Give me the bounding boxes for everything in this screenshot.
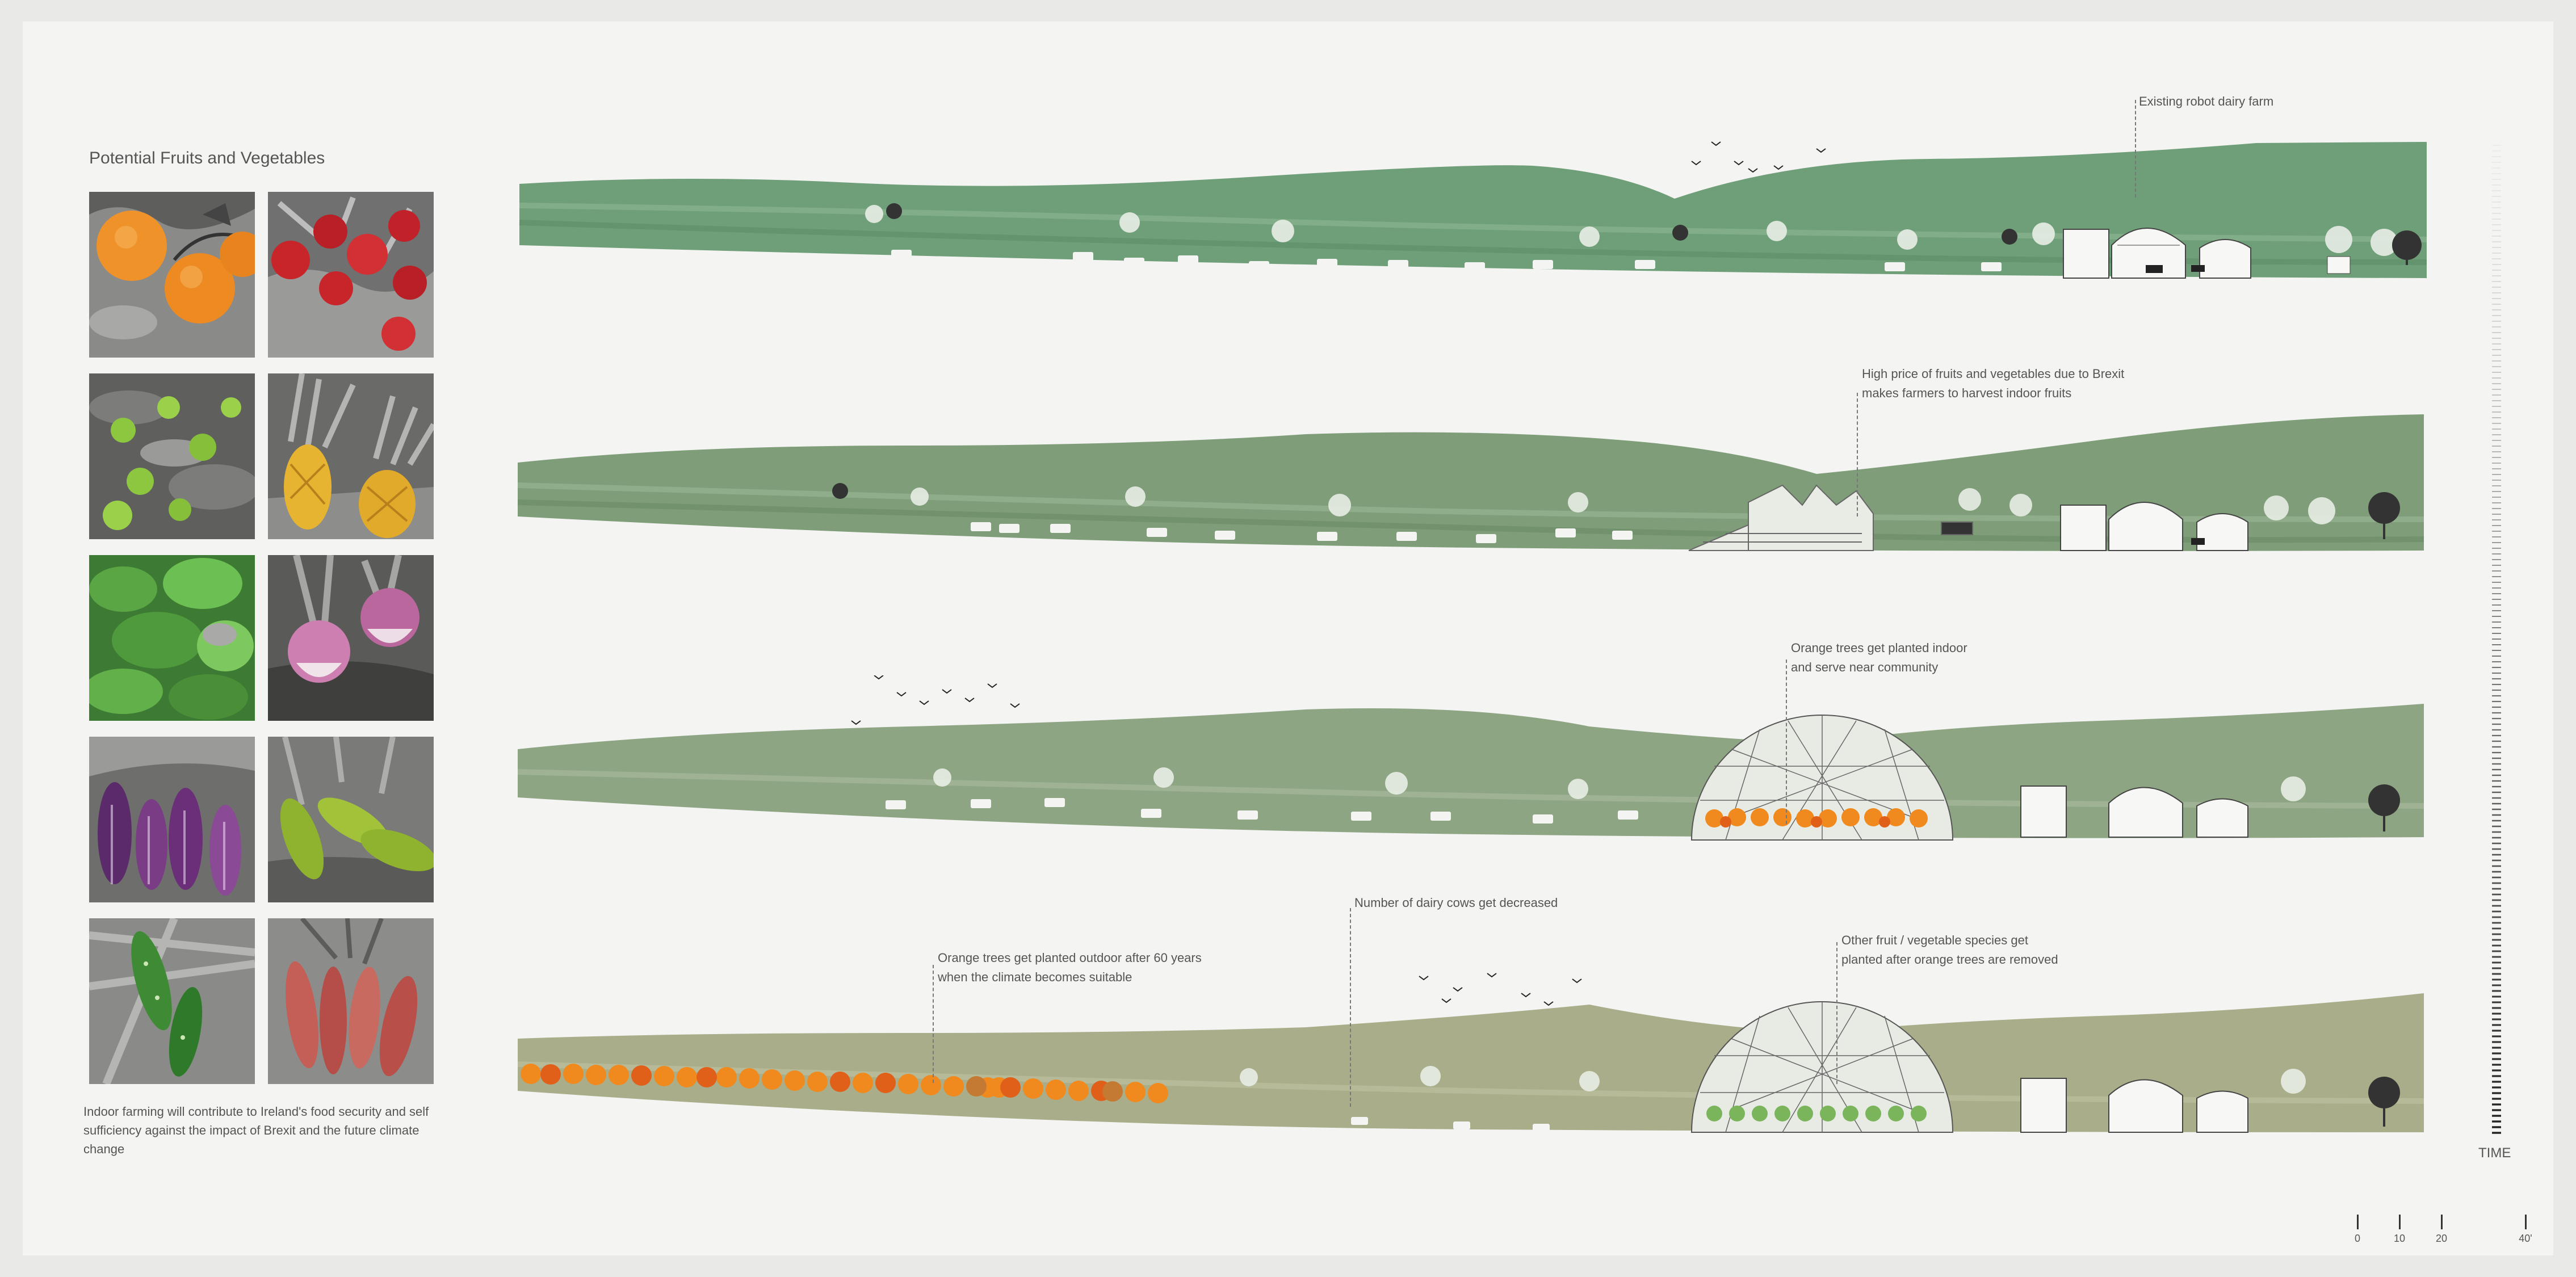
annotation-brexit: High price of fruits and vegetables due … [1862,364,2124,403]
annotation-line: when the climate becomes suitable [938,970,1132,984]
photo-basil [89,555,255,721]
greenhouses [1688,484,1973,551]
annotation-leader-2 [1857,393,1858,516]
time-axis [2490,143,2503,1136]
photo-turnips [268,555,434,721]
photo-sweet-potatoes [268,918,434,1084]
annotation-orange-indoor: Orange trees get planted indoor and serv… [1791,638,1967,677]
annotation-line: and serve near community [1791,660,1939,674]
scale-bar: 0 10 20 40' [2350,1215,2543,1249]
annotation-orange-outdoor: Orange trees get planted outdoor after 6… [938,948,1202,987]
photo-cucumbers [268,737,434,902]
annotation-cows-decreased: Number of dairy cows get decreased [1354,893,1558,913]
scale-label: 40' [2519,1233,2532,1244]
annotation-line: Number of dairy cows get decreased [1354,896,1558,910]
annotation-line: planted after orange trees are removed [1841,952,2058,967]
annotation-line: Existing robot dairy farm [2139,94,2274,108]
sidebar-title: Potential Fruits and Vegetables [89,149,325,167]
outdoor-orange-trees [521,1064,1168,1103]
annotation-leader-3 [1786,659,1787,824]
annotation-line: Orange trees get planted indoor [1791,641,1967,655]
annotation-existing-farm: Existing robot dairy farm [2139,92,2273,111]
annotation-leader-1 [2135,100,2136,198]
geodesic-dome [1690,1001,1954,1133]
photo-oranges [89,192,255,358]
time-axis-label: TIME [2478,1145,2511,1161]
scale-label: 10 [2393,1233,2406,1244]
landscape-section-4 [511,965,2441,1135]
scale-tick [2441,1215,2443,1229]
cow-herd [891,250,2002,271]
geodesic-dome [1690,715,1954,841]
dairy-farm [2063,228,2351,279]
annotation-other-species: Other fruit / vegetable species get plan… [1841,931,2058,969]
annotation-line: makes farmers to harvest indoor fruits [1862,386,2072,400]
annotation-leader-5 [933,965,934,1083]
landscape-section-1 [511,126,2441,296]
scale-tick [2525,1215,2527,1229]
scale-label: 0 [2354,1233,2361,1244]
landscape-section-3 [511,675,2441,846]
scale-tick [2399,1215,2401,1229]
sidebar-caption: Indoor farming will contribute to Irelan… [83,1104,429,1156]
landscape-section-2 [511,400,2441,570]
annotation-leader-6 [1836,942,1837,1084]
photo-aubergines [89,737,255,902]
annotation-line: Orange trees get planted outdoor after 6… [938,951,1202,965]
photo-gherkins [89,918,255,1084]
scale-tick [2357,1215,2359,1229]
photo-limes [89,373,255,539]
scale-label: 20 [2435,1233,2448,1244]
photo-pineapples [268,373,434,539]
annotation-line: Other fruit / vegetable species get [1841,933,2028,947]
annotation-leader-4 [1350,908,1351,1107]
annotation-line: High price of fruits and vegetables due … [1862,367,2125,381]
photo-pomegranates [268,192,434,358]
